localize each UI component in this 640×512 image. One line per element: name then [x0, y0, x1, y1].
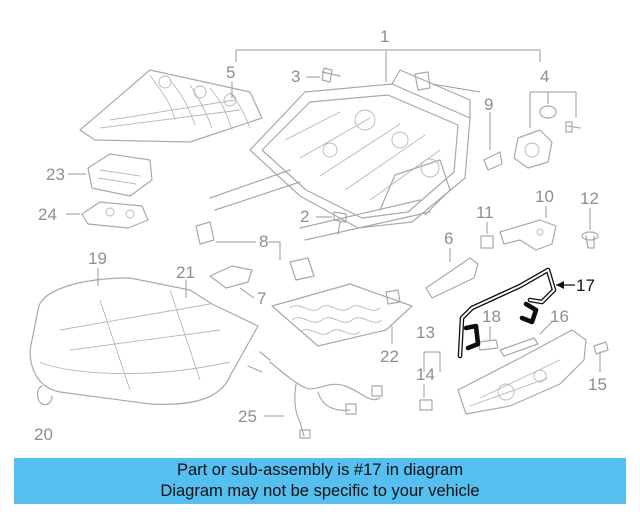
callout-21: 21: [176, 263, 195, 282]
callout-25: 25: [238, 407, 257, 426]
fastener-15-part: [593, 341, 609, 363]
wiring-harness-part: [247, 351, 383, 439]
cover-6-part: [425, 257, 479, 299]
callout-22: 22: [380, 347, 399, 366]
callout-9: 9: [484, 95, 493, 114]
callout-17-highlighted: 17: [576, 276, 595, 295]
lever-14-part: [419, 399, 433, 411]
part-7: [209, 265, 253, 289]
bolt-2-part: [333, 211, 347, 235]
callout-11: 11: [476, 203, 494, 222]
bracket-24-part: [81, 201, 149, 229]
callout-10: 10: [535, 187, 554, 206]
seat-frame-part: [209, 69, 471, 241]
callout-15: 15: [588, 375, 607, 394]
callout-19: 19: [88, 249, 107, 268]
callout-8: 8: [259, 232, 268, 251]
clip-9-part: [414, 71, 503, 171]
side-shield-part: [457, 329, 587, 415]
spring-assembly-part: [79, 69, 263, 143]
control-module-part: [87, 153, 153, 197]
parts-diagram: 1 2 3 4 5 6 7 8 9 10 11 12 13 14 15 16 1…: [29, 27, 609, 444]
callout-23: 23: [46, 165, 65, 184]
clip-20-part: [36, 385, 53, 406]
callout-13: 13: [416, 323, 435, 342]
clip-8-part: [195, 221, 315, 281]
spring-mat-part: [271, 283, 413, 347]
callout-7: 7: [257, 289, 266, 308]
callout-4: 4: [540, 67, 549, 86]
banner-line-disclaimer: Diagram may not be specific to your vehi…: [160, 482, 480, 500]
callout-12: 12: [580, 189, 599, 208]
seat-cushion-part: [29, 277, 259, 405]
bracket-10-part: [499, 219, 557, 251]
info-banner: Part or sub-assembly is #17 in diagram D…: [14, 458, 626, 504]
callout-3: 3: [291, 67, 300, 86]
bolt-3-part: [321, 67, 341, 83]
callout-24: 24: [38, 205, 57, 224]
callout-18: 18: [482, 307, 501, 326]
wire-harness-17-highlighted: [457, 267, 557, 359]
callout-14: 14: [416, 365, 435, 384]
banner-line-part-number: Part or sub-assembly is #17 in diagram: [176, 461, 464, 479]
bolt-18-part: [477, 339, 499, 351]
part-4: [513, 105, 581, 169]
screw-12-part: [581, 231, 599, 249]
clip-11-part: [480, 235, 494, 249]
callout-20: 20: [34, 425, 53, 444]
callout-1: 1: [380, 27, 389, 46]
callout-5: 5: [226, 63, 235, 82]
callout-6: 6: [444, 229, 453, 248]
callout-2: 2: [300, 207, 309, 226]
callout-16: 16: [550, 307, 569, 326]
